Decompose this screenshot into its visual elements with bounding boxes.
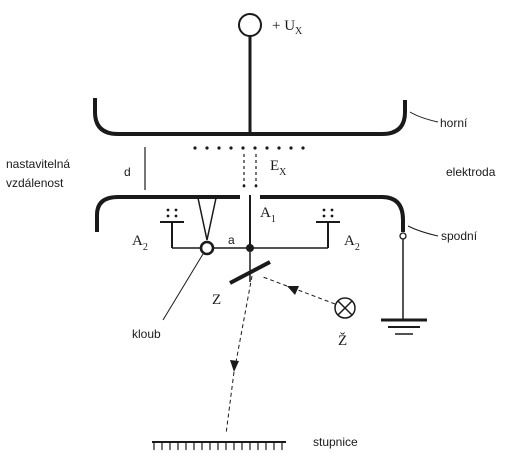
v-support	[197, 197, 217, 241]
light-source-label: Ž	[338, 332, 347, 349]
upper-electrode-leader	[409, 111, 439, 123]
reflected-beam	[235, 275, 253, 363]
charge-dots	[166, 146, 334, 218]
a2-left-label: A2	[132, 233, 148, 253]
upper-electrode-label: horní	[440, 116, 468, 130]
lower-electrode-terminal	[399, 232, 407, 240]
scale-label: stupnice	[313, 435, 358, 449]
reflected-arrowhead	[230, 360, 239, 372]
field-lines	[243, 154, 257, 190]
ground-icon	[381, 318, 427, 335]
lower-electrode-leader	[407, 225, 439, 237]
scale	[152, 441, 286, 450]
incident-beam-to-mirror	[262, 276, 288, 287]
lower-electrode-label: spodní	[441, 229, 478, 243]
terminal-circle-icon	[238, 13, 262, 37]
a2-right-plate	[316, 221, 340, 248]
electrode-label: elektroda	[446, 165, 496, 179]
mirror-label: Z	[212, 292, 221, 308]
reflected-beam-lower	[225, 371, 235, 435]
mirror	[229, 260, 271, 285]
lower-electrode-left	[95, 195, 240, 232]
a2-right-label: A2	[344, 233, 360, 253]
field-label: EX	[270, 158, 287, 178]
lamp-cross-icon	[334, 297, 356, 319]
joint-leader	[162, 253, 204, 321]
adjustable-label-line1: nastavitelná	[6, 157, 70, 171]
upper-electrode	[93, 98, 407, 136]
a1-label: A1	[260, 205, 276, 225]
distance-label: d	[124, 165, 131, 179]
joint	[199, 240, 215, 256]
lower-electrode-right	[260, 195, 405, 232]
joint-gap-label: a	[228, 233, 235, 247]
voltage-label: + UX	[272, 18, 303, 37]
adjustable-label-line2: vzdálenost	[6, 176, 64, 190]
a2-left-plate	[160, 221, 184, 248]
incident-arrowhead	[287, 286, 299, 295]
joint-label: kloub	[132, 327, 161, 341]
incident-beam	[297, 289, 336, 305]
pivot	[246, 244, 254, 252]
